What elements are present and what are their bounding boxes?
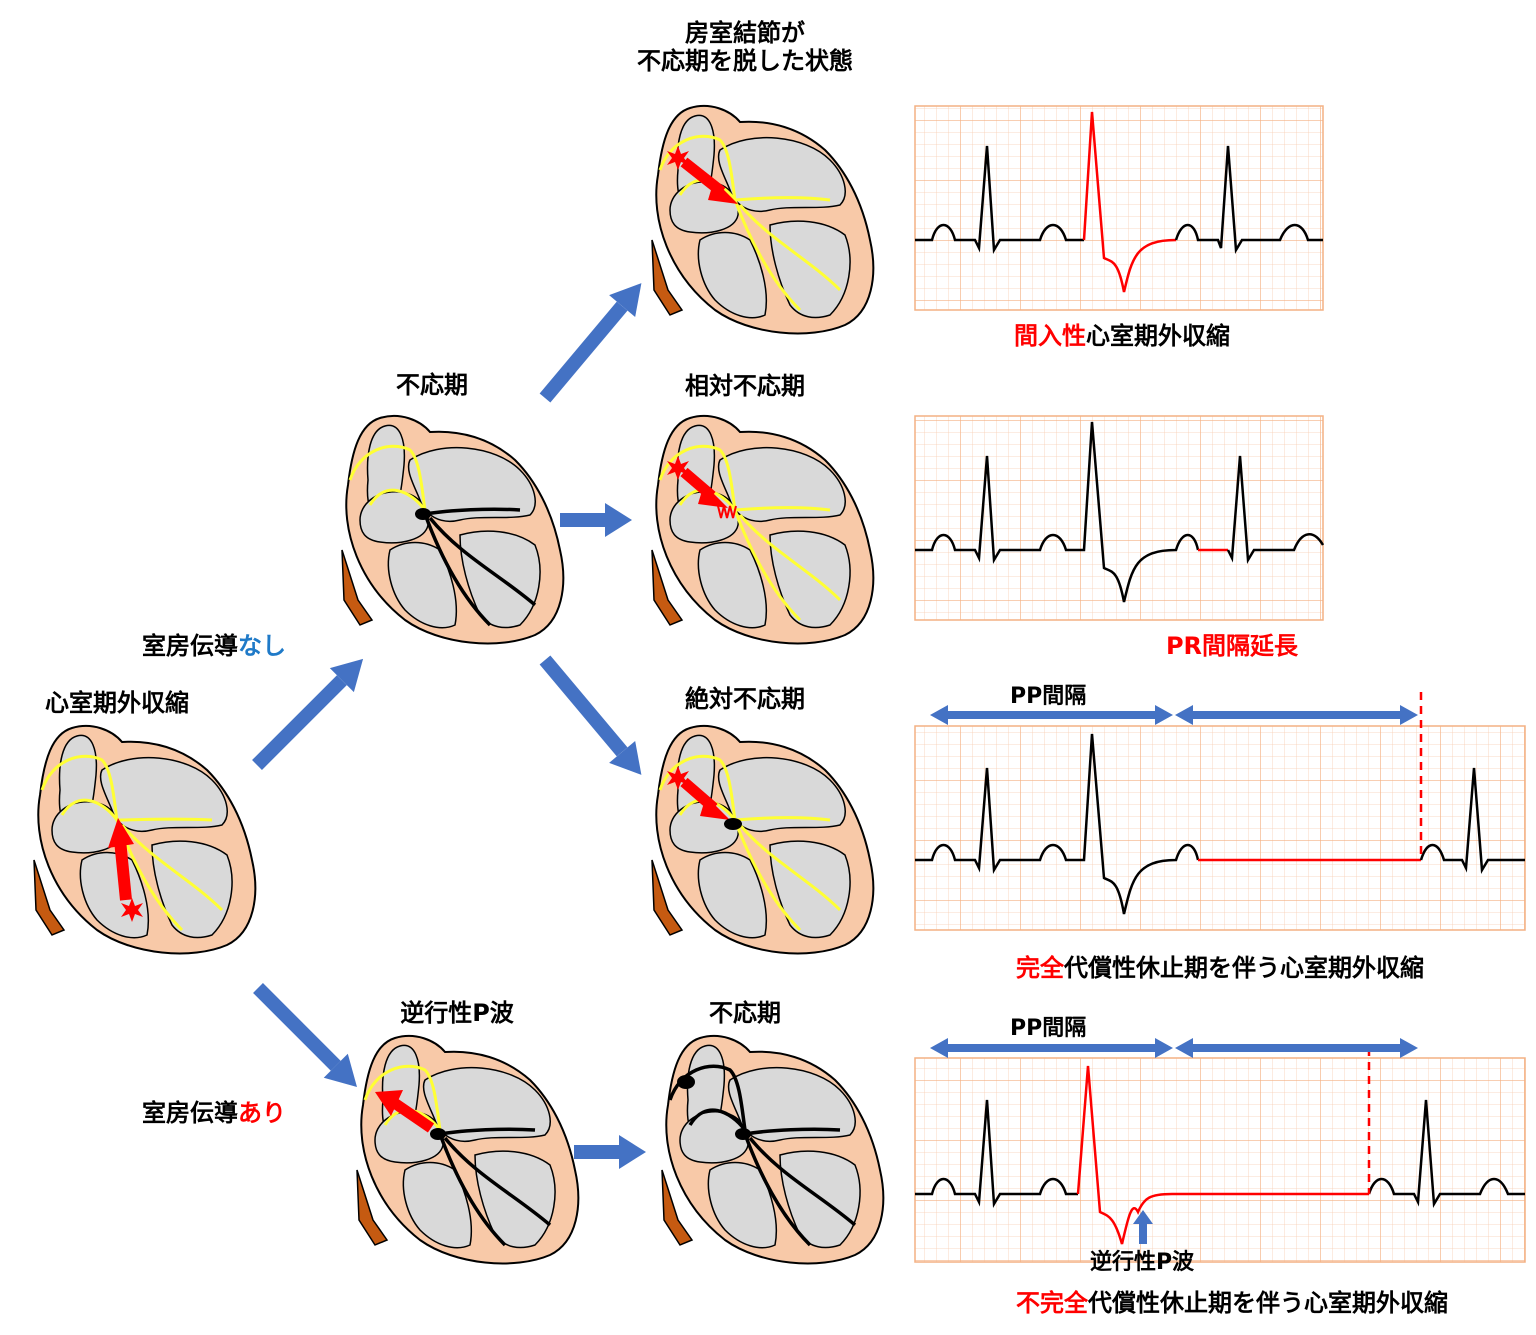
caption-complete-emph: 完全 xyxy=(1016,954,1064,982)
ecg-complete-pause xyxy=(914,692,1526,931)
caption-interpolated: 間入性心室期外収縮 xyxy=(1014,322,1230,351)
heart-absolute-refractory xyxy=(651,724,875,955)
heart-refractory-2 xyxy=(661,1034,885,1265)
heart-pvc-origin xyxy=(33,724,257,955)
sinus-impulse-icon xyxy=(667,456,689,480)
arrow-to-retrograde xyxy=(253,983,357,1087)
label-pp-interval-1: PP間隔 xyxy=(1010,684,1087,709)
label-va-yes-text: 室房伝導 xyxy=(142,1099,238,1127)
caption-interpolated-text: 心室期外収縮 xyxy=(1086,322,1230,350)
ectopic-focus-icon xyxy=(121,898,143,922)
caption-pr-prolongation: PR間隔延長 xyxy=(1165,632,1299,660)
label-pp-interval-2: PP間隔 xyxy=(1010,1016,1087,1041)
label-relative-refractory: 相対不応期 xyxy=(685,372,805,400)
label-av-recovered-line1: 房室結節が xyxy=(685,19,805,47)
label-av-recovered-line2: 不応期を脱した状態 xyxy=(637,46,853,75)
label-refractory: 不応期 xyxy=(396,371,468,399)
label-va-none-emph: なし xyxy=(238,632,286,660)
arrow-to-absolute xyxy=(539,655,642,775)
caption-complete-text: 代償性休止期を伴う心室期外収縮 xyxy=(1064,954,1424,982)
label-pvc: 心室期外収縮 xyxy=(45,689,189,717)
ecg-pr-prolongation xyxy=(914,415,1325,621)
flow-arrows xyxy=(252,283,646,1169)
caption-complete: 完全代償性休止期を伴う心室期外収縮 xyxy=(1016,954,1424,983)
pp-interval-arrows xyxy=(930,705,1418,1058)
ecg-interpolated xyxy=(914,105,1324,311)
arrow-to-refractory xyxy=(252,658,364,770)
heart-refractory xyxy=(341,414,565,645)
heart-relative-refractory xyxy=(651,414,875,645)
heart-av-recovered xyxy=(651,104,875,335)
label-va-none: 室房伝導なし xyxy=(142,632,286,661)
label-absolute-refractory: 絶対不応期 xyxy=(685,685,805,713)
caption-incomplete-emph: 不完全 xyxy=(1016,1289,1088,1317)
sinus-impulse-icon xyxy=(667,766,689,790)
caption-incomplete-text: 代償性休止期を伴う心室期外収縮 xyxy=(1088,1289,1448,1317)
arrow-to-relative xyxy=(560,503,632,537)
label-retrograde-p-ecg: 逆行性P波 xyxy=(1089,1250,1195,1275)
pp-arrow-1 xyxy=(930,705,1418,725)
caption-incomplete: 不完全代償性休止期を伴う心室期外収縮 xyxy=(1016,1289,1448,1318)
label-va-none-text: 室房伝導 xyxy=(142,632,238,660)
label-retrograde-p: 逆行性P波 xyxy=(400,999,514,1027)
ecg-incomplete-pause xyxy=(914,1048,1526,1263)
sinus-impulse-icon xyxy=(667,146,689,170)
label-va-yes-emph: あり xyxy=(238,1099,286,1127)
label-av-recovered: 房室結節が 不応期を脱した状態 xyxy=(637,19,853,75)
arrow-to-refractory-2 xyxy=(574,1135,646,1169)
arrow-to-av-recovered xyxy=(539,283,642,403)
retrograde-p-arrow-icon xyxy=(1133,1210,1153,1244)
label-refractory-2: 不応期 xyxy=(709,999,781,1027)
heart-retrograde-p xyxy=(356,1034,580,1265)
caption-interpolated-emph: 間入性 xyxy=(1014,322,1086,350)
pp-arrow-2 xyxy=(930,1038,1418,1058)
label-va-yes: 室房伝導あり xyxy=(142,1099,286,1128)
